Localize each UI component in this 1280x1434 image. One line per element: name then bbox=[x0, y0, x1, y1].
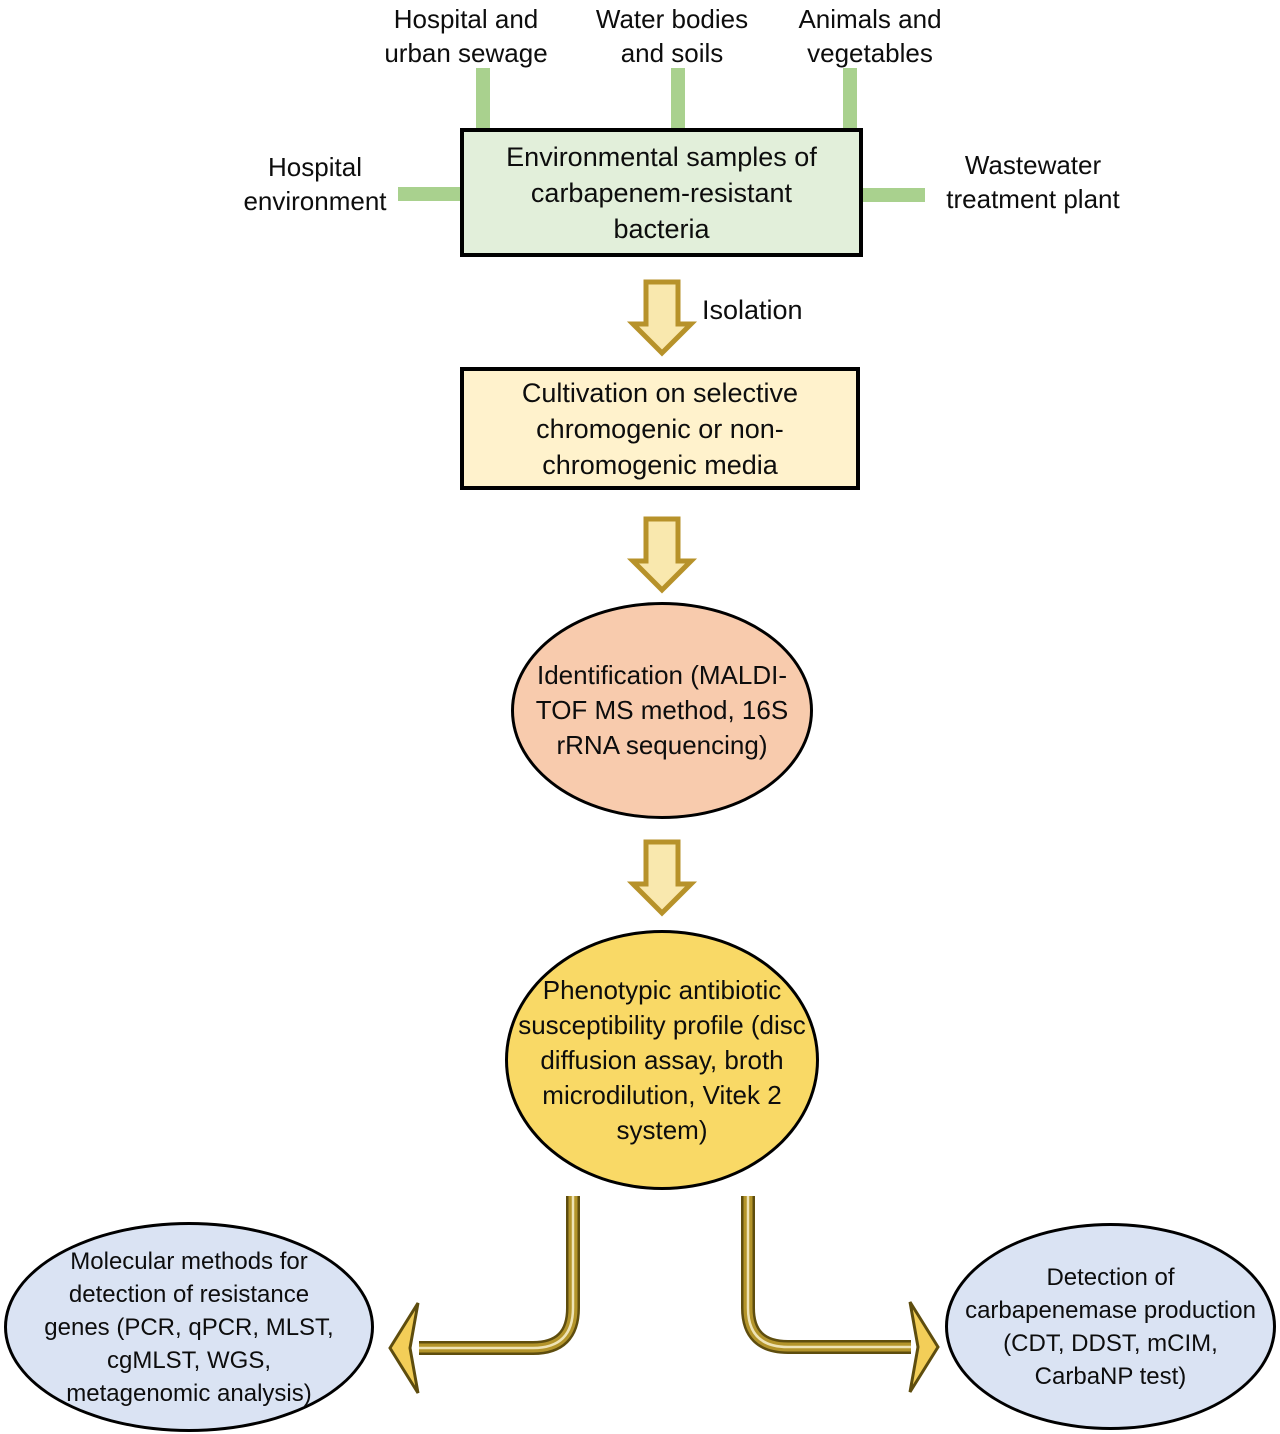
phenotypic-profile-ellipse: Phenotypic antibiotic susceptibility pro… bbox=[505, 930, 819, 1190]
carbapenemase-detection-ellipse: Detection of carbapenemase production (C… bbox=[945, 1223, 1276, 1430]
identification-ellipse: Identification (MALDI- TOF MS method, 16… bbox=[511, 602, 813, 819]
connector-bar-vertical-1 bbox=[476, 68, 490, 129]
source-label-hospital-urban-sewage: Hospital and urban sewage bbox=[384, 4, 548, 68]
connector-bar-left bbox=[398, 187, 460, 201]
elbow-arrow-right-icon bbox=[741, 1196, 940, 1393]
down-arrow-2-icon bbox=[626, 516, 698, 594]
isolation-down-arrow-icon bbox=[626, 279, 698, 357]
source-label-animals-vegetables: Animals and vegetables bbox=[798, 4, 942, 68]
connector-bar-vertical-2 bbox=[671, 68, 685, 129]
environmental-samples-box: Environmental samples of carbapenem-resi… bbox=[460, 128, 863, 257]
connector-bar-right bbox=[863, 188, 925, 202]
source-label-hospital-environment: Hospital environment bbox=[243, 152, 387, 216]
isolation-label: Isolation bbox=[702, 295, 803, 325]
cultivation-box: Cultivation on selective chromogenic or … bbox=[460, 367, 860, 490]
source-label-wastewater-treatment-plant: Wastewater treatment plant bbox=[946, 150, 1120, 214]
connector-bar-vertical-3 bbox=[843, 68, 857, 129]
molecular-methods-ellipse: Molecular methods for detection of resis… bbox=[4, 1222, 374, 1432]
source-label-water-bodies-soils: Water bodies and soils bbox=[595, 4, 749, 68]
down-arrow-3-icon bbox=[626, 839, 698, 917]
elbow-arrow-left-icon bbox=[388, 1196, 580, 1394]
